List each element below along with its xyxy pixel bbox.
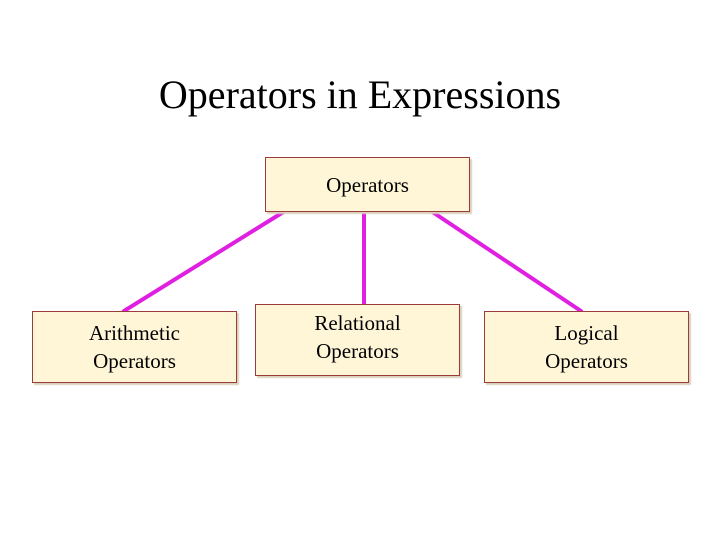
arithmetic-label-line1: Arithmetic — [89, 321, 180, 345]
relational-label-line1: Relational — [314, 311, 401, 335]
slide-title: Operators in Expressions — [158, 72, 562, 117]
connector-to-arithmetic — [122, 209, 287, 313]
logical-label-line2: Operators — [545, 349, 628, 373]
logical-operators-node: Logical Operators — [484, 311, 689, 383]
operators-root-node: Operators — [265, 157, 470, 212]
arithmetic-operators-node: Arithmetic Operators — [32, 311, 237, 383]
root-label: Operators — [326, 172, 409, 197]
connector-to-logical — [429, 209, 583, 313]
relational-operators-node: Relational Operators — [255, 304, 460, 376]
logical-label-line1: Logical — [554, 321, 619, 345]
relational-label-line2: Operators — [316, 339, 399, 363]
arithmetic-label-line2: Operators — [93, 349, 176, 373]
